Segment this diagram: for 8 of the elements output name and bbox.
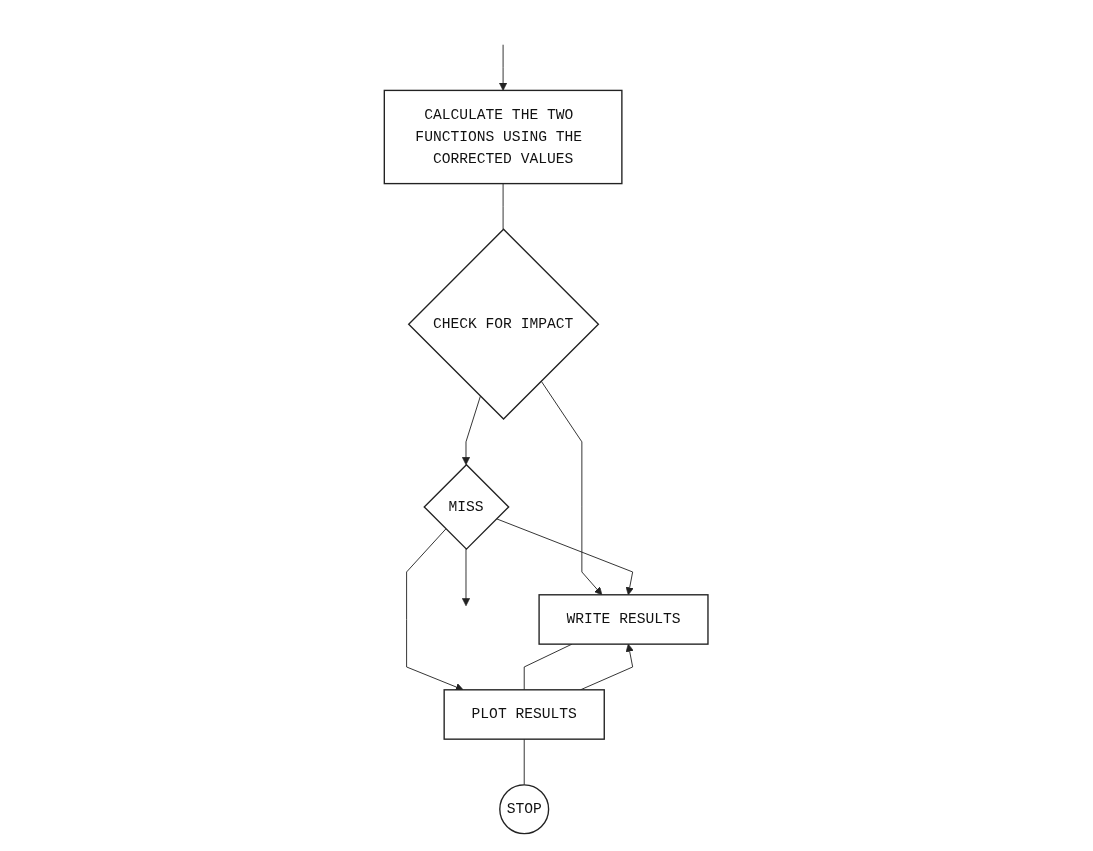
- node-box: WRITE RESULTS: [538, 594, 709, 645]
- node-circle: STOP: [499, 784, 550, 835]
- node-box: CALCULATE THE TWO FUNCTIONS USING THE CORRECTED VALUES: [384, 89, 623, 185]
- node-diamond: MISS: [423, 463, 510, 551]
- connector: [524, 738, 525, 786]
- node-diamond: CHECK FOR IMPACT: [408, 228, 600, 420]
- connector: [503, 183, 504, 230]
- node-box: PLOT RESULTS: [443, 689, 606, 740]
